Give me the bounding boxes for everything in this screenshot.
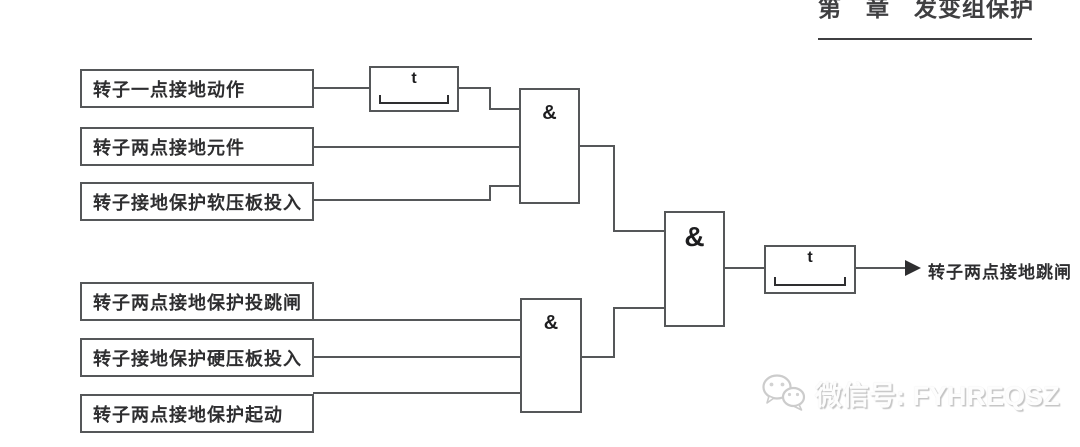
timer-2-label: t [807,249,813,266]
wire-segment [613,307,666,309]
wire-segment [613,145,615,232]
timer-block-2: t [764,245,856,294]
and-gate-output: & [664,211,725,327]
wire-segment [457,87,491,89]
output-arrow-icon [905,260,921,276]
wire-segment [313,199,491,201]
chapter-header-underline [818,38,1032,40]
wire-segment [580,356,615,358]
wire-segment [313,146,521,148]
wechat-icon [762,374,806,411]
wire-segment [854,267,907,269]
wire-segment [489,87,491,110]
timer-2-range-icon [774,277,846,286]
watermark-text: 微信号: FYHREQSZ [815,380,1060,411]
input-box-rotor-one-point-action: 转子一点接地动作 [80,69,314,108]
input-box-protection-start: 转子两点接地保护起动 [80,394,314,433]
input-box-soft-plate-enabled: 转子接地保护软压板投入 [80,182,314,221]
and-gate-bottom: & [520,298,582,413]
wire-segment [313,356,522,358]
timer-1-label: t [411,70,417,87]
timer-1-range-icon [379,95,449,104]
and-gate-top: & [519,88,580,204]
timer-block-1: t [369,66,459,112]
wire-segment [723,267,766,269]
chapter-header: 第 章 发变组保护 [818,0,1034,21]
wire-segment [313,87,371,89]
wire-segment [613,307,615,358]
input-box-rotor-two-point-element: 转子两点接地元件 [80,127,314,166]
input-box-trip-enabled: 转子两点接地保护投跳闸 [80,282,314,321]
wire-segment [489,108,521,110]
input-box-hard-plate-enabled: 转子接地保护硬压板投入 [80,338,314,377]
watermark: 微信号: FYHREQSZ [760,372,1060,414]
wire-segment [489,185,491,201]
wire-segment [313,319,522,321]
wire-segment [313,392,522,394]
wire-segment [489,185,521,187]
output-label: 转子两点接地跳闸 [928,263,1072,282]
wire-segment [613,230,666,232]
wire-segment [578,145,615,147]
